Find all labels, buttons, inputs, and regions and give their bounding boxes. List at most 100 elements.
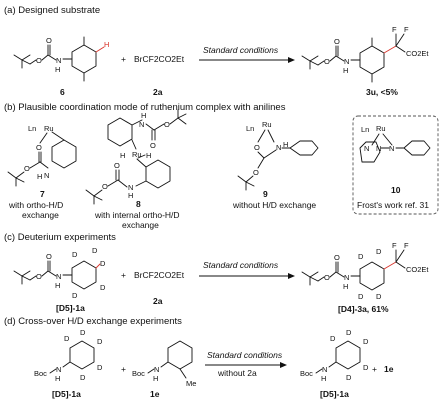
reagent-brcf2co2et: BrCF2CO2Et	[134, 54, 185, 64]
atom-N: N	[344, 57, 349, 66]
label-d5-1a: [D5]-1a	[52, 389, 81, 399]
atom-D: D	[92, 246, 98, 255]
atom-N: N	[56, 272, 61, 281]
label-7: 7	[40, 189, 45, 199]
atom-boc: Boc	[34, 369, 47, 378]
atom-N: N	[276, 143, 281, 152]
atom-O: O	[102, 182, 108, 191]
atom-ru: Ru	[376, 124, 386, 133]
atom-N: N	[322, 365, 327, 374]
reaction-arrow-d	[205, 362, 287, 368]
atom-F: F	[404, 25, 409, 34]
atom-ru: Ru	[44, 124, 54, 133]
atom-F: F	[404, 241, 409, 250]
atom-H: H	[55, 65, 60, 74]
note-7-line1: with ortho-H/D	[8, 200, 63, 210]
note-9: without H/D exchange	[232, 200, 316, 210]
compound-d4-3a-structure: O O N H D D D D F F CO2Et	[301, 241, 429, 301]
complex-10-structure: Ln Ru N N N	[359, 124, 431, 163]
condition-without-2a: without 2a	[217, 368, 257, 378]
plus-sign: +	[121, 270, 126, 280]
atom-N: N	[376, 144, 381, 153]
atom-D: D	[358, 252, 364, 261]
label-d5-1a: [D5]-1a	[320, 389, 349, 399]
note-10: Frost's work ref. 31	[357, 200, 429, 210]
atom-D: D	[72, 291, 78, 300]
atom-O: O	[36, 272, 42, 281]
atom-N: N	[389, 144, 394, 153]
atom-N: N	[44, 171, 49, 180]
note-8-line1: with internal ortho-H/D	[94, 210, 180, 220]
atom-O: O	[46, 36, 52, 45]
plus-sign: +	[121, 364, 126, 374]
label-1e: 1e	[384, 364, 394, 374]
atom-O: O	[114, 161, 120, 170]
atom-ln: Ln	[246, 124, 254, 133]
atom-F: F	[392, 25, 397, 34]
note-7-line2: exchange	[22, 210, 59, 220]
atom-O: O	[334, 253, 340, 262]
atom-D: D	[97, 363, 103, 372]
atom-H: H	[55, 281, 60, 290]
atom-ln: Ln	[361, 125, 369, 134]
atom-H: H	[146, 151, 151, 160]
atom-co2et: CO2Et	[406, 265, 429, 274]
atom-D: D	[80, 328, 86, 337]
atom-ru: Ru	[132, 150, 142, 159]
atom-H: H	[120, 151, 125, 160]
label-d5-1a: [D5]-1a	[56, 303, 85, 313]
atom-D: D	[346, 328, 352, 337]
condition-standard: Standard conditions	[203, 260, 279, 270]
atom-O: O	[36, 56, 42, 65]
caption-b: (b) Plausible coordination mode of ruthe…	[4, 102, 286, 113]
atom-O: O	[334, 37, 340, 46]
compound-d5-1a-product-structure: Boc N H D D D D D	[300, 328, 369, 383]
condition-standard: Standard conditions	[203, 45, 279, 55]
atom-D: D	[64, 334, 70, 343]
plus-sign: +	[372, 364, 377, 374]
label-d4-3a: [D4]-3a, 61%	[338, 304, 389, 314]
complex-8-structure: N H O O Ru H H N H O O	[85, 109, 187, 205]
atom-H: H	[141, 111, 146, 120]
atom-H: H	[283, 140, 288, 149]
atom-O: O	[324, 57, 330, 66]
caption-d: (d) Cross-over H/D exchange experiments	[4, 316, 182, 327]
label-1e: 1e	[150, 389, 160, 399]
atom-O: O	[253, 168, 259, 177]
atom-H: H	[343, 66, 348, 75]
atom-D: D	[346, 373, 352, 382]
label-6: 6	[60, 87, 65, 97]
atom-H: H	[55, 374, 60, 383]
compound-6-structure: O O N H H	[13, 36, 109, 82]
compound-1e-structure: Boc N H Me	[132, 340, 196, 388]
atom-D: D	[100, 283, 106, 292]
atom-H: H	[104, 40, 109, 49]
caption-a: (a) Designed substrate	[4, 5, 100, 16]
label-3u: 3u, <5%	[366, 87, 398, 97]
reaction-arrow-a	[199, 57, 295, 63]
atom-D: D	[330, 334, 336, 343]
atom-D: D	[80, 373, 86, 382]
atom-ru: Ru	[262, 120, 272, 129]
compound-d5-1a-boc-structure: Boc N H D D D D D	[34, 328, 103, 383]
atom-H: H	[153, 374, 158, 383]
label-10: 10	[391, 185, 401, 195]
atom-N: N	[364, 144, 369, 153]
label-2a: 2a	[153, 87, 163, 97]
atom-N: N	[139, 120, 144, 129]
atom-D: D	[363, 363, 369, 372]
atom-F: F	[392, 241, 397, 250]
atom-ln: Ln	[28, 124, 36, 133]
atom-D: D	[363, 337, 369, 346]
atom-N: N	[56, 365, 61, 374]
atom-O: O	[46, 252, 52, 261]
atom-H: H	[343, 282, 348, 291]
atom-co2et: CO2Et	[406, 49, 429, 58]
complex-7-structure: Ln Ru O O N H	[7, 124, 77, 187]
frost-complex-box	[352, 115, 439, 215]
complex-9-structure: Ln Ru O O N H	[237, 120, 319, 191]
label-2a: 2a	[153, 296, 163, 306]
atom-H: H	[128, 191, 133, 200]
atom-me: Me	[186, 379, 196, 388]
